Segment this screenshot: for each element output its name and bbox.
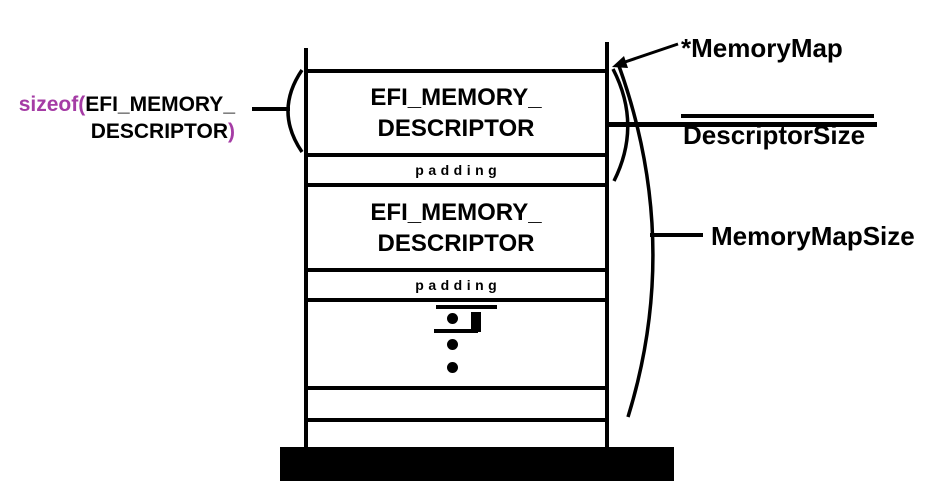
descriptor-row-1-line1: EFI_MEMORY_ <box>370 84 542 111</box>
stack-base-bar <box>280 447 674 481</box>
memory-map-pointer-label: *MemoryMap <box>681 33 843 63</box>
sizeof-line2-text: DESCRIPTOR <box>90 120 228 143</box>
descriptor-row-2-line2: DESCRIPTOR <box>377 229 535 257</box>
row-divider <box>304 298 609 302</box>
sizeof-prefix: sizeof( <box>18 93 86 116</box>
sizeof-line1-text: EFI_MEMORY_ <box>85 93 235 116</box>
padding-row-1-label: padding <box>415 161 502 178</box>
descriptor-row-1-line2: DESCRIPTOR <box>377 115 535 142</box>
descriptor-row-2: EFI_MEMORY_ DESCRIPTOR <box>306 187 606 268</box>
sizeof-connector-line <box>252 107 290 111</box>
row-divider <box>304 153 609 157</box>
memory-map-arrowhead-icon <box>612 56 628 68</box>
descriptor-size-overline <box>681 114 874 118</box>
descriptor-size-pointer-line <box>608 122 877 127</box>
memory-map-size-tick <box>650 233 703 237</box>
padding-row-2-label: padding <box>415 276 502 293</box>
descriptor-row-1: EFI_MEMORY_ DESCRIPTOR <box>306 73 606 153</box>
padding-row-2: padding <box>306 271 606 298</box>
sizeof-label: sizeof(EFI_MEMORY_ DESCRIPTOR) <box>8 91 235 145</box>
descriptor-row-2-line1: EFI_MEMORY_ <box>370 198 542 226</box>
stack-left-wall <box>304 48 308 447</box>
row-divider <box>304 183 609 187</box>
memory-map-size-brace <box>617 65 655 418</box>
row-divider <box>304 418 609 422</box>
left-paren-sizeof <box>286 69 304 153</box>
row-divider <box>304 268 609 272</box>
sizeof-label-line1: sizeof(EFI_MEMORY_ <box>8 91 235 118</box>
row-divider <box>304 69 609 73</box>
stack-right-wall <box>605 42 609 447</box>
memory-map-arrow-line <box>621 42 679 65</box>
sizeof-suffix: ) <box>228 120 235 143</box>
memory-map-size-label: MemoryMapSize <box>711 221 915 251</box>
padding-row-1: padding <box>306 156 606 183</box>
sizeof-label-line2: DESCRIPTOR) <box>8 118 235 145</box>
row-divider <box>304 386 609 390</box>
